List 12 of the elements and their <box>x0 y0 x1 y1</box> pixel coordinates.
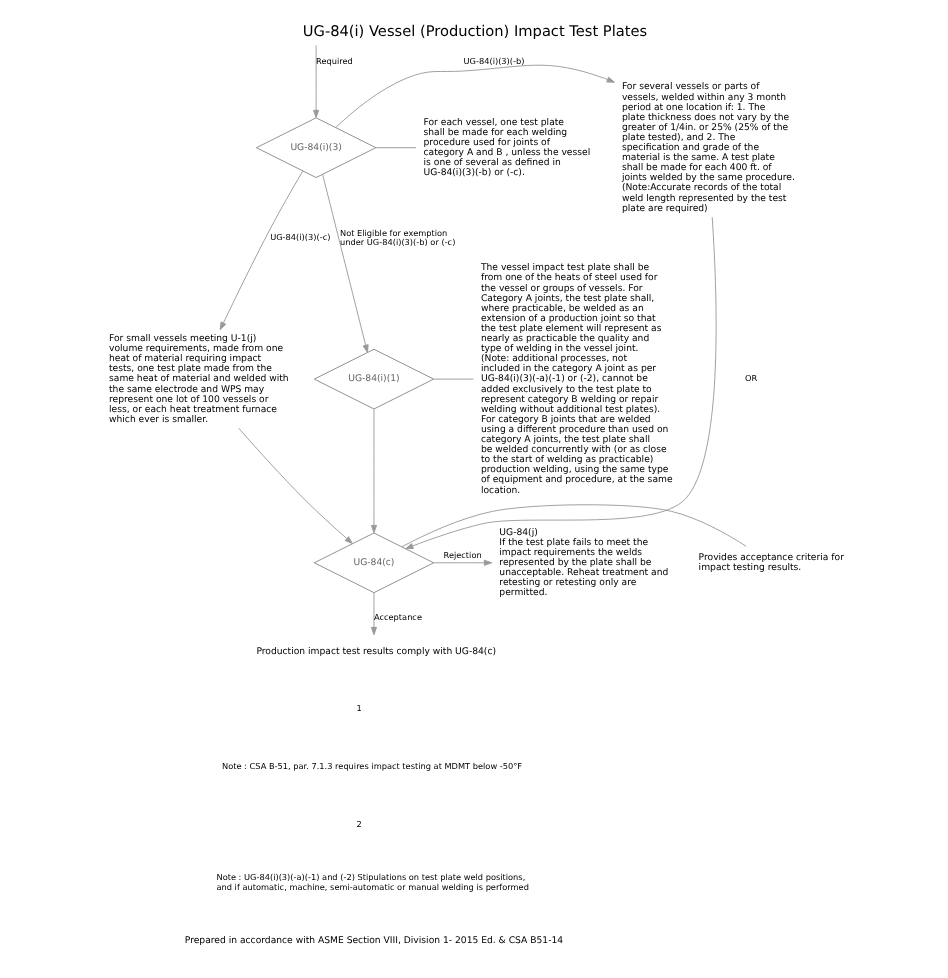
arrow <box>321 174 368 353</box>
connector <box>400 504 746 548</box>
arrow <box>432 559 492 566</box>
arrow <box>334 64 614 128</box>
arrow <box>312 44 319 119</box>
arrow <box>369 408 376 534</box>
connector <box>432 378 473 380</box>
arrow <box>404 216 716 550</box>
arrow <box>369 592 376 636</box>
arrow <box>218 170 303 331</box>
connector <box>374 147 416 149</box>
arrow <box>237 427 352 544</box>
